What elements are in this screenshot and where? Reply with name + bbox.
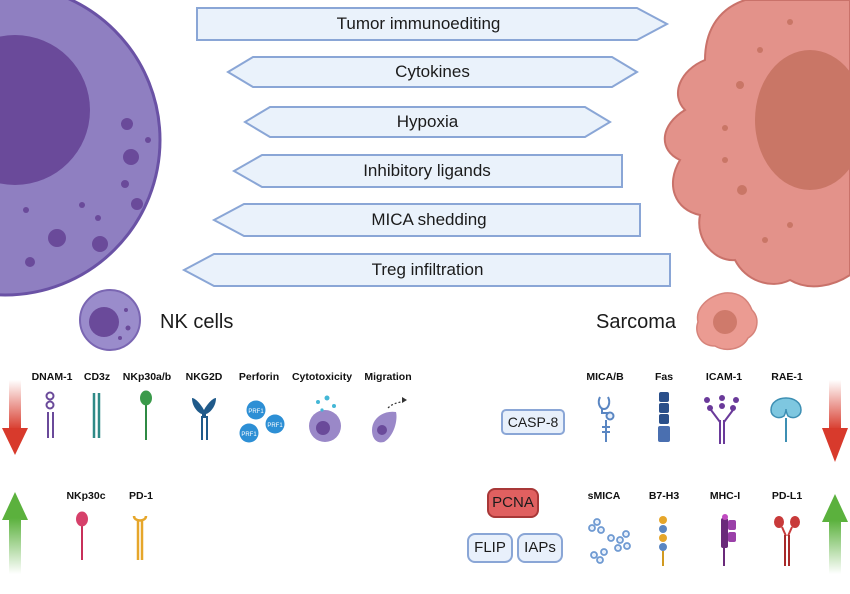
process-arrows bbox=[181, 7, 671, 287]
label-pd1: PD-1 bbox=[129, 490, 153, 502]
label-smica: sMICA bbox=[587, 490, 621, 502]
label-pdl1: PD-L1 bbox=[771, 490, 803, 502]
nk-cells-label: NK cells bbox=[160, 311, 234, 333]
arrow-label-treg-infiltration: Treg infiltration bbox=[371, 260, 484, 279]
label-cytotoxicity: Cytotoxicity bbox=[291, 371, 353, 383]
perforin-granules-icon: PRF1 PRF1 PRF1 bbox=[239, 400, 285, 443]
nk-cell-icon bbox=[79, 289, 141, 351]
label-icam1: ICAM-1 bbox=[705, 371, 743, 383]
b7h3-ligand-icon bbox=[659, 516, 667, 566]
arrow-label-tumor-immunoediting: Tumor immunoediting bbox=[336, 14, 501, 33]
smica-fragments-icon bbox=[588, 518, 631, 564]
pd1-receptor-icon bbox=[132, 515, 148, 560]
icam1-ligand-icon bbox=[704, 395, 739, 444]
arrow-mica-shedding bbox=[211, 203, 641, 237]
label-nkg2d: NKG2D bbox=[185, 371, 223, 383]
rae1-ligand-icon bbox=[770, 397, 802, 442]
label-rae1: RAE-1 bbox=[771, 371, 803, 383]
casp8-box: CASP-8 bbox=[501, 409, 565, 435]
cytotoxicity-cell-icon bbox=[309, 395, 341, 442]
sarcoma-down-arrow bbox=[822, 380, 848, 462]
arrow-label-hypoxia: Hypoxia bbox=[396, 112, 459, 131]
label-fas: Fas bbox=[654, 371, 674, 383]
iaps-box: IAPs bbox=[517, 533, 563, 563]
sarcoma-up-arrow bbox=[822, 494, 848, 574]
arrow-label-mica-shedding: MICA shedding bbox=[371, 210, 487, 229]
nkg2d-receptor-icon bbox=[192, 398, 216, 440]
sarcoma-cell-icon bbox=[696, 292, 758, 351]
nk-up-arrow bbox=[2, 492, 28, 574]
pdl1-ligand-icon bbox=[774, 516, 800, 566]
arrow-cytokines bbox=[226, 56, 639, 88]
svg-text:PRF1: PRF1 bbox=[248, 409, 264, 415]
arrow-hypoxia bbox=[243, 106, 612, 138]
label-perforin: Perforin bbox=[238, 371, 280, 383]
fas-receptor-icon bbox=[658, 392, 670, 442]
label-migration: Migration bbox=[364, 371, 412, 383]
svg-text:PRF1: PRF1 bbox=[267, 423, 283, 429]
arrow-label-inhibitory-ligands: Inhibitory ligands bbox=[363, 161, 491, 180]
mhc1-molecule-icon bbox=[721, 514, 736, 566]
cd3z-receptor-icon bbox=[92, 393, 101, 438]
arrow-tumor-immunoediting bbox=[196, 7, 670, 41]
label-micab: MICA/B bbox=[586, 371, 624, 383]
label-nkp30c: NKp30c bbox=[66, 490, 106, 502]
pcna-box: PCNA bbox=[487, 488, 539, 518]
arrow-inhibitory-ligands bbox=[231, 154, 623, 188]
label-b7h3: B7-H3 bbox=[648, 490, 680, 502]
sarcoma-label: Sarcoma bbox=[596, 311, 677, 333]
label-nkp30ab: NKp30a/b bbox=[122, 371, 172, 383]
nk-down-arrow bbox=[2, 380, 28, 455]
label-dnam1: DNAM-1 bbox=[31, 371, 73, 383]
micab-ligand-icon bbox=[597, 396, 615, 442]
nkp30c-receptor-icon bbox=[76, 511, 88, 560]
arrow-label-cytokines: Cytokines bbox=[395, 62, 470, 81]
svg-text:PRF1: PRF1 bbox=[241, 432, 257, 438]
migration-cell-icon bbox=[372, 397, 407, 443]
sarcoma-cell-large bbox=[663, 0, 850, 288]
nkp30ab-receptor-icon bbox=[140, 390, 152, 440]
arrow-treg-infiltration bbox=[181, 253, 671, 287]
label-cd3z: CD3z bbox=[83, 371, 111, 383]
label-mhc1: MHC-I bbox=[709, 490, 741, 502]
flip-box: FLIP bbox=[467, 533, 513, 563]
nk-cell-large bbox=[0, 0, 162, 297]
dnam1-receptor-icon bbox=[45, 391, 55, 438]
